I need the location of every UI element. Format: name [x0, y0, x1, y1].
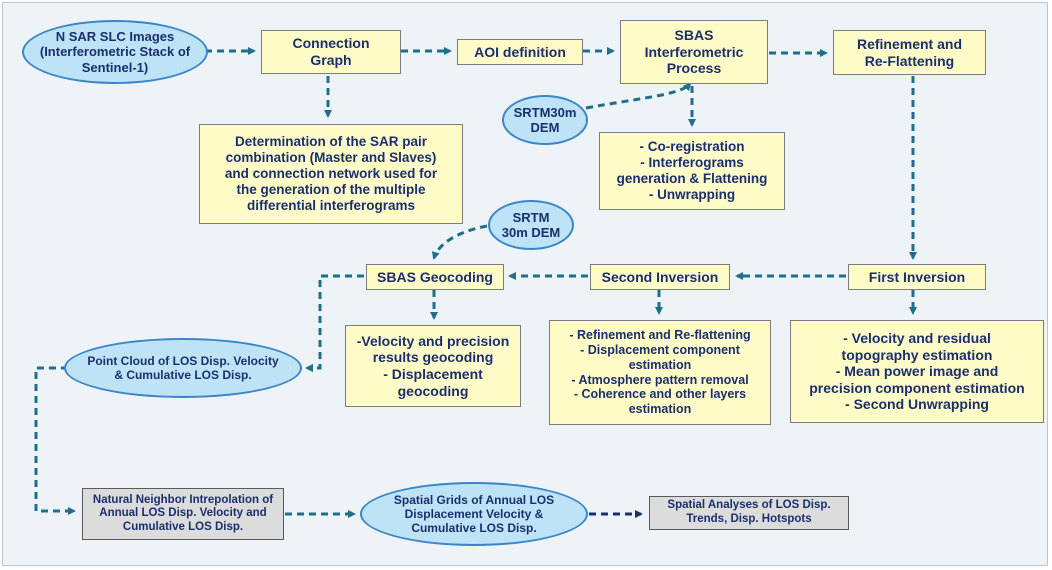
sar-images-ellipse: N SAR SLC Images (Interferometric Stack … — [22, 20, 208, 84]
arrow-pointcloud-to-neighbor — [34, 366, 76, 515]
coregistration-label: - Co-registration - Interferograms gener… — [616, 139, 768, 202]
pair-combination-box: Determination of the SAR pair combinatio… — [199, 124, 463, 224]
spatial-analyses-label: Spatial Analyses of LOS Disp. Trends, Di… — [667, 499, 831, 525]
connection-graph-box: Connection Graph — [261, 30, 401, 74]
srtm30m-dem-ellipse-1: SRTM30m DEM — [502, 95, 588, 145]
first-inversion-label: First Inversion — [868, 268, 966, 285]
second-inversion-box: Second Inversion — [590, 264, 730, 290]
velocity-residual-label: - Velocity and residual topography estim… — [809, 330, 1025, 413]
refinement-reflattening-box: Refinement and Re-Flattening — [833, 30, 986, 75]
refinement-list-box: - Refinement and Re-flattening - Displac… — [549, 320, 771, 425]
sbas-geocoding-label: SBAS Geocoding — [377, 268, 493, 285]
spatial-grids-ellipse: Spatial Grids of Annual LOS Displacement… — [360, 482, 588, 546]
connection-graph-label: Connection Graph — [292, 35, 370, 68]
sbas-interferometric-box: SBAS Interferometric Process — [620, 20, 768, 84]
aoi-definition-label: AOI definition — [474, 43, 566, 60]
pair-combination-label: Determination of the SAR pair combinatio… — [224, 134, 438, 213]
spatial-grids-label: Spatial Grids of Annual LOS Displacement… — [393, 492, 555, 536]
aoi-definition-box: AOI definition — [457, 39, 583, 65]
arrow-geocoding-to-pointcloud — [305, 274, 364, 372]
second-inversion-label: Second Inversion — [601, 268, 719, 285]
sar-images-label: N SAR SLC Images (Interferometric Stack … — [39, 29, 191, 75]
sbas-geocoding-box: SBAS Geocoding — [366, 264, 504, 290]
arrow-dem1-to-sbas — [585, 82, 692, 110]
natural-neighbor-box: Natural Neighbor Intrepolation of Annual… — [82, 488, 284, 540]
refinement-reflattening-label: Refinement and Re-Flattening — [856, 35, 962, 69]
velocity-precision-label: -Velocity and precision results geocodin… — [356, 332, 510, 399]
velocity-precision-box: -Velocity and precision results geocodin… — [345, 325, 521, 407]
coregistration-box: - Co-registration - Interferograms gener… — [599, 132, 785, 210]
point-cloud-ellipse: Point Cloud of LOS Disp. Velocity & Cumu… — [64, 338, 302, 398]
first-inversion-box: First Inversion — [848, 264, 986, 290]
srtm-30m-dem-label-2: SRTM 30m DEM — [501, 209, 561, 240]
srtm-30m-dem-ellipse-2: SRTM 30m DEM — [488, 200, 574, 250]
spatial-analyses-box: Spatial Analyses of LOS Disp. Trends, Di… — [649, 496, 849, 530]
sbas-interferometric-label: SBAS Interferometric Process — [644, 27, 744, 77]
srtm30m-dem-label-1: SRTM30m DEM — [513, 104, 577, 135]
velocity-residual-box: - Velocity and residual topography estim… — [790, 320, 1044, 423]
point-cloud-label: Point Cloud of LOS Disp. Velocity & Cumu… — [87, 353, 279, 382]
natural-neighbor-label: Natural Neighbor Intrepolation of Annual… — [92, 493, 274, 533]
arrow-dem2-to-geocoding — [431, 224, 488, 260]
refinement-list-label: - Refinement and Re-flattening - Displac… — [569, 328, 751, 416]
